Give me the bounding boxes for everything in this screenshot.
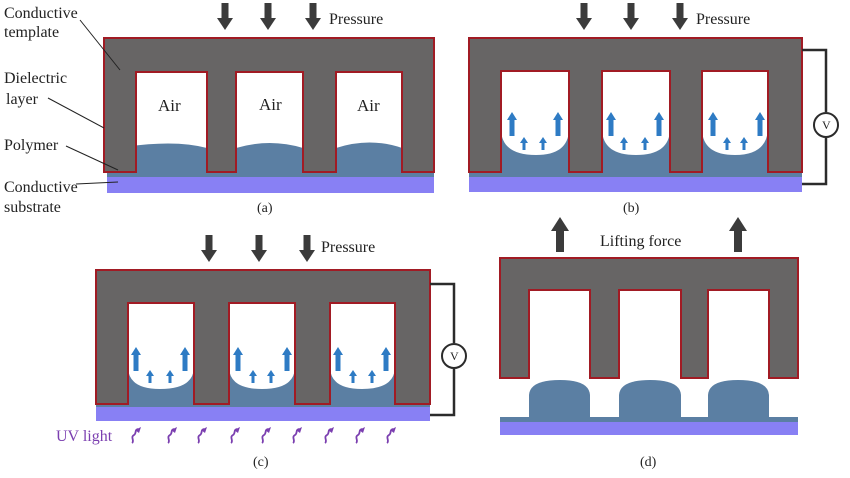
leader-line xyxy=(79,19,121,71)
voltmeter-label: V xyxy=(822,118,831,132)
uv-light-label: UV light xyxy=(56,428,113,445)
up-arrow-icon xyxy=(620,137,628,150)
up-arrow-icon xyxy=(520,137,528,150)
lifting-force-label: Lifting force xyxy=(600,233,681,250)
leader-line xyxy=(75,181,119,185)
conductive-template-d xyxy=(499,257,799,379)
up-arrow-icon xyxy=(282,347,292,371)
substrate-d xyxy=(500,421,798,435)
down-arrow-icon xyxy=(672,3,688,30)
down-arrow-icon xyxy=(299,235,315,262)
up-arrow-icon xyxy=(180,347,190,371)
up-arrow-icon xyxy=(131,347,141,371)
panel-d: Lifting force (d) xyxy=(499,217,799,470)
voltmeter-icon xyxy=(441,343,467,369)
down-arrow-icon xyxy=(623,3,639,30)
caption-d: (d) xyxy=(640,455,657,470)
up-arrow-icon xyxy=(723,137,731,150)
polymer-post-d xyxy=(708,380,769,419)
conductive-substrate-label: Conductive substrate xyxy=(4,179,82,216)
panel-c: Pressure V UV light (c) xyxy=(56,235,467,470)
leader-line xyxy=(47,97,105,129)
pressure-label: Pressure xyxy=(321,239,375,256)
down-arrow-icon xyxy=(305,3,321,30)
up-arrow-icon xyxy=(755,112,765,136)
up-arrow-icon xyxy=(368,370,376,383)
conductive-template-a xyxy=(103,37,435,173)
up-arrow-icon xyxy=(381,347,391,371)
up-arrow-icon xyxy=(551,217,569,252)
polymer-layer-b xyxy=(469,130,802,177)
polymer-post-d xyxy=(619,380,681,419)
up-arrow-icon xyxy=(708,112,718,136)
caption-b: (b) xyxy=(623,201,640,216)
up-arrow-icon xyxy=(166,370,174,383)
down-arrow-icon xyxy=(576,3,592,30)
dielectric-layer-label: Dielectric layer xyxy=(4,70,71,108)
up-arrow-icon xyxy=(654,112,664,136)
up-arrow-icon xyxy=(349,370,357,383)
polymer-layer-a xyxy=(107,142,434,177)
down-arrow-icon xyxy=(251,235,267,262)
panel-a: Air Air Air Pressure (a) Conductive temp… xyxy=(4,3,435,216)
leader-line xyxy=(65,145,119,171)
pressure-label: Pressure xyxy=(329,11,383,28)
circuit-wire xyxy=(430,282,456,417)
conductive-template-label: Conductive template xyxy=(4,5,82,41)
caption-a: (a) xyxy=(257,201,273,216)
down-arrow-icon xyxy=(217,3,233,30)
polymer-base-d xyxy=(500,417,798,422)
conductive-template-c xyxy=(95,269,431,405)
caption-c: (c) xyxy=(253,455,269,470)
up-arrow-icon xyxy=(606,112,616,136)
uv-wave-icon xyxy=(355,426,366,444)
up-arrow-icon xyxy=(729,217,747,252)
uv-wave-icon xyxy=(324,426,335,444)
uv-wave-icon xyxy=(197,426,208,444)
up-arrow-icon xyxy=(507,112,517,136)
uv-wave-icon xyxy=(386,426,397,444)
up-arrow-icon xyxy=(539,137,547,150)
air-label: Air xyxy=(357,96,380,115)
up-arrow-icon xyxy=(641,137,649,150)
uv-wave-icon xyxy=(292,426,303,444)
up-arrow-icon xyxy=(146,370,154,383)
uv-wave-icon xyxy=(167,426,178,444)
up-arrow-icon xyxy=(333,347,343,371)
substrate-a xyxy=(107,177,434,193)
up-arrow-icon xyxy=(249,370,257,383)
up-arrow-icon xyxy=(233,347,243,371)
up-arrow-icon xyxy=(553,112,563,136)
panel-b: Pressure V (b) xyxy=(468,3,839,216)
up-arrow-icon xyxy=(740,137,748,150)
down-arrow-icon xyxy=(201,235,217,262)
air-label: Air xyxy=(259,95,282,114)
voltmeter-label: V xyxy=(450,349,459,363)
uv-wave-icon xyxy=(131,426,142,444)
polymer-post-d xyxy=(529,380,590,419)
uv-wave-icon xyxy=(261,426,272,444)
pressure-label: Pressure xyxy=(696,11,750,28)
substrate-b xyxy=(469,177,802,192)
circuit-wire xyxy=(802,48,828,186)
polymer-layer-c xyxy=(96,368,430,407)
down-arrow-icon xyxy=(260,3,276,30)
polymer-label: Polymer xyxy=(4,137,59,154)
up-arrow-icon xyxy=(267,370,275,383)
conductive-template-b xyxy=(468,37,803,173)
substrate-c xyxy=(96,407,430,421)
uv-wave-icon xyxy=(230,426,241,444)
air-label: Air xyxy=(158,96,181,115)
voltmeter-icon xyxy=(813,112,839,138)
